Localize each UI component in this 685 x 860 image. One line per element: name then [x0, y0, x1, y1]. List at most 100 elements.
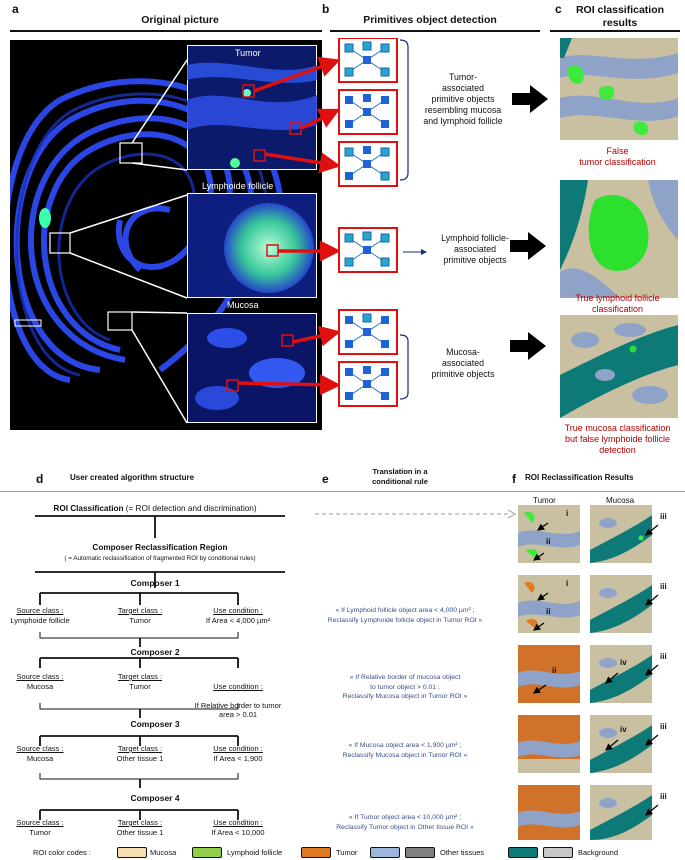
- group-label-tumor: Tumor- associated primitive objects rese…: [423, 72, 503, 126]
- legend-swatch-other-1: [370, 847, 400, 858]
- algorithm-tree: [35, 515, 285, 820]
- bottom-divider: [0, 491, 685, 492]
- panel-a-rule: [10, 30, 322, 32]
- composer-1-title: Composer 1: [130, 578, 180, 588]
- use-condition-label: Use condition :: [213, 681, 263, 691]
- group-label-mucosa: Mucosa- associated primitive objects: [431, 347, 495, 379]
- legend-swatch-mucosa: [117, 847, 147, 858]
- marker-ii: ii: [546, 537, 551, 546]
- composer-region-subtitle: ( = Automatic reclassification of fragme…: [64, 555, 256, 562]
- target-class-label: Target class :: [117, 818, 163, 827]
- primitive-box-lymphoid: [338, 227, 398, 273]
- legend-text-other: Other tissues: [440, 848, 485, 857]
- primitive-box-mucosa-2: [338, 361, 398, 407]
- rule-4: « If Tumor object area < 10,000 µm² ; Re…: [336, 814, 474, 831]
- use-condition-label: Use condition :: [213, 818, 263, 827]
- red-arrow: [301, 108, 341, 130]
- black-arrow: [510, 332, 546, 360]
- marker-iii: iii: [660, 582, 667, 591]
- lymphoid-inset-image: [187, 193, 317, 298]
- composer-3-condition: Use condition : If Area < 1,900: [188, 744, 288, 763]
- legend-text-lymphoid: Lymphoid follicle: [227, 848, 283, 857]
- bracket-tumor: [400, 39, 409, 181]
- marker-i: i: [566, 579, 569, 588]
- red-arrow: [253, 56, 341, 93]
- lymphoid-inset-label: Lymphoide follicle: [202, 181, 274, 191]
- connector-line: [131, 329, 188, 424]
- panel-letter-c: c: [555, 2, 562, 16]
- connector-line: [131, 59, 188, 144]
- use-condition-value: If Area < 4,000 µm²: [205, 615, 271, 625]
- roi-classification-bold: ROI Classification: [53, 504, 124, 513]
- f-col-mucosa: Mucosa: [606, 496, 635, 505]
- roi-classification-label: ROI Classification (= ROI detection and …: [20, 504, 290, 513]
- composer-3-title: Composer 3: [130, 719, 180, 729]
- marker-ii: ii: [552, 666, 557, 675]
- marker-iii: iii: [660, 512, 667, 521]
- connector-line: [131, 311, 188, 314]
- composer-4-condition: Use condition : If Area < 10,000: [188, 818, 288, 837]
- source-class-value: Mucosa: [26, 753, 54, 763]
- red-arrow: [264, 152, 341, 174]
- f-tumor-row-5: [518, 785, 580, 840]
- use-condition-value: If Relative border to tumor area > 0.01: [194, 700, 282, 720]
- roi-result-image-2: [560, 180, 678, 298]
- f-tumor-row-2: [518, 575, 580, 633]
- red-arrow: [292, 325, 341, 347]
- composer-2-branch: [39, 657, 239, 718]
- f-mucosa-row-2: [590, 575, 659, 633]
- panel-letter-d: d: [36, 472, 44, 486]
- legend-swatch-tumor: [301, 847, 331, 858]
- marker-iii: iii: [660, 792, 667, 801]
- primitive-box-tumor-3: [338, 141, 398, 187]
- panel-letter-a: a: [12, 2, 19, 16]
- composer-4-target: Target class : Other tissue 1: [100, 818, 180, 837]
- primitive-box-tumor-1: [338, 38, 398, 83]
- target-class-label: Target class :: [117, 606, 163, 615]
- composer-3-target: Target class : Other tissue 1: [100, 744, 180, 763]
- connector-line: [69, 252, 188, 299]
- composer-4-title: Composer 4: [130, 793, 180, 803]
- rule-1: « If Lymphoid follicle object area < 4,0…: [327, 607, 483, 624]
- mucosa-inset-image: [187, 313, 317, 423]
- legend-text-tumor: Tumor: [336, 848, 358, 857]
- roi-result-image-3: [560, 315, 678, 418]
- composer-2-source: Source class : Mucosa: [0, 672, 80, 691]
- marker-iv: iv: [620, 725, 627, 734]
- panel-b-header: Primitives object detection: [363, 14, 497, 26]
- roi-classification-rest: (= ROI detection and discrimination): [123, 504, 257, 513]
- panel-letter-b: b: [322, 2, 330, 16]
- f-tumor-row-1: [518, 505, 580, 563]
- composer-1-target: Target class : Tumor: [100, 606, 180, 625]
- composer-1-condition: Use condition : If Area < 4,000 µm²: [188, 606, 288, 625]
- target-class-label: Target class :: [117, 744, 163, 753]
- use-condition-value: If Area < 10,000: [211, 827, 265, 837]
- group-label-lymphoid: Lymphoid follicle- associated primitive …: [441, 233, 509, 265]
- source-class-value: Mucosa: [26, 681, 54, 691]
- legend-swatch-other-2: [405, 847, 435, 858]
- source-class-label: Source class :: [16, 818, 64, 827]
- marker-i: i: [566, 509, 569, 518]
- panel-letter-f: f: [512, 472, 516, 486]
- legend-text-background: Background: [578, 848, 619, 857]
- primitive-objects: [338, 38, 398, 407]
- target-class-label: Target class :: [117, 672, 163, 681]
- source-class-value: Lymphoide follicle: [10, 615, 70, 625]
- connector-overlay: [69, 56, 341, 424]
- use-condition-value: If Area < 1,900: [213, 753, 263, 763]
- red-arrow: [237, 374, 341, 396]
- legend-text-mucosa: Mucosa: [150, 848, 177, 857]
- connector-line: [69, 194, 188, 234]
- composer-2-title: Composer 2: [130, 647, 180, 657]
- f-tumor-row-4: [518, 715, 580, 773]
- composer-4-source: Source class : Tumor: [0, 818, 80, 837]
- composer-3-source: Source class : Mucosa: [0, 744, 80, 763]
- panel-e-header: Translation in a conditional rule: [372, 467, 428, 486]
- panel-c-rule: [550, 30, 680, 32]
- composer-1-source: Source class : Lymphoide follicle: [0, 606, 80, 625]
- panel-c-header: ROI classification results: [575, 4, 665, 29]
- roi-result-text-3: True mucosa classification but false lym…: [564, 423, 671, 455]
- source-class-value: Tumor: [29, 827, 51, 837]
- roi-result-image-1: [560, 38, 678, 140]
- bracket-mucosa: [400, 334, 409, 400]
